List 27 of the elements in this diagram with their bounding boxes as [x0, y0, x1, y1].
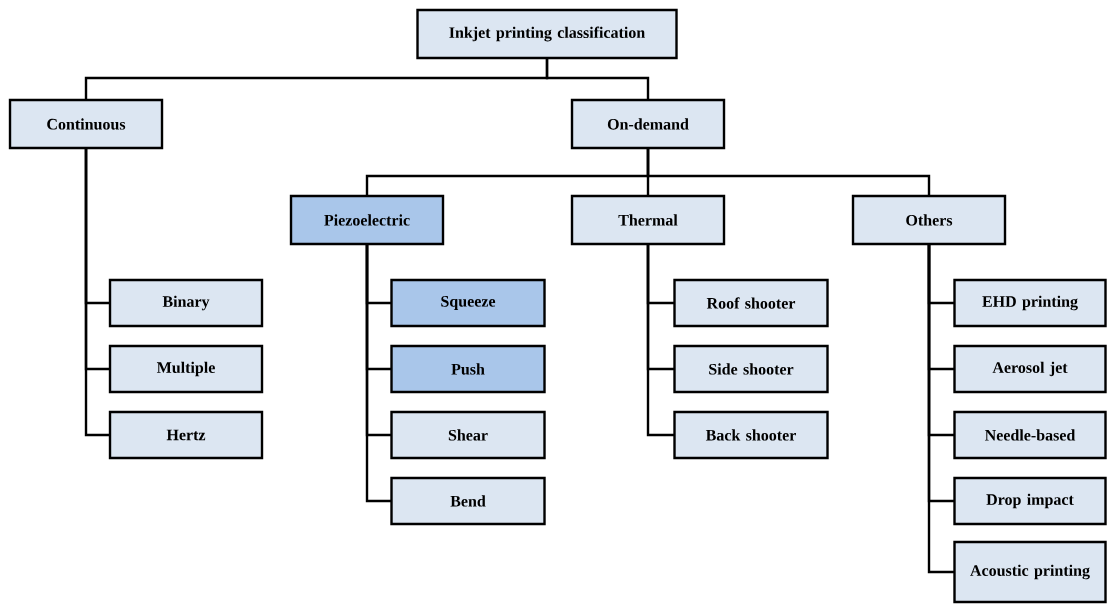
category-box: Side shooter	[673, 344, 829, 394]
category-box: Multiple	[108, 344, 264, 394]
connector-line	[646, 148, 931, 196]
category-box: Push	[390, 344, 546, 394]
connector-line	[646, 244, 675, 437]
category-box: Back shooter	[673, 410, 829, 460]
category-box: Bend	[390, 476, 546, 526]
category-box: Thermal	[570, 194, 726, 246]
connector-line	[927, 244, 955, 574]
connector-line	[365, 244, 392, 503]
category-box: Aerosol jet	[953, 344, 1107, 394]
category-box: Continuous	[8, 98, 164, 150]
category-box: Shear	[390, 410, 546, 460]
category-box: Squeeze	[390, 278, 546, 328]
category-box: Binary	[108, 278, 264, 328]
category-box: EHD printing	[953, 278, 1107, 328]
category-box: Drop impact	[953, 476, 1107, 526]
category-box: Others	[851, 194, 1007, 246]
category-box: Hertz	[108, 410, 264, 460]
category-box: Roof shooter	[673, 278, 829, 328]
connector-line	[84, 148, 110, 437]
category-box: Acoustic printing	[953, 540, 1107, 604]
category-box: Needle-based	[953, 410, 1107, 460]
category-box: On-demand	[570, 98, 726, 150]
category-box: Inkjet printing classification	[416, 8, 678, 60]
category-box: Piezoelectric	[289, 194, 445, 246]
connector-line	[545, 58, 650, 100]
